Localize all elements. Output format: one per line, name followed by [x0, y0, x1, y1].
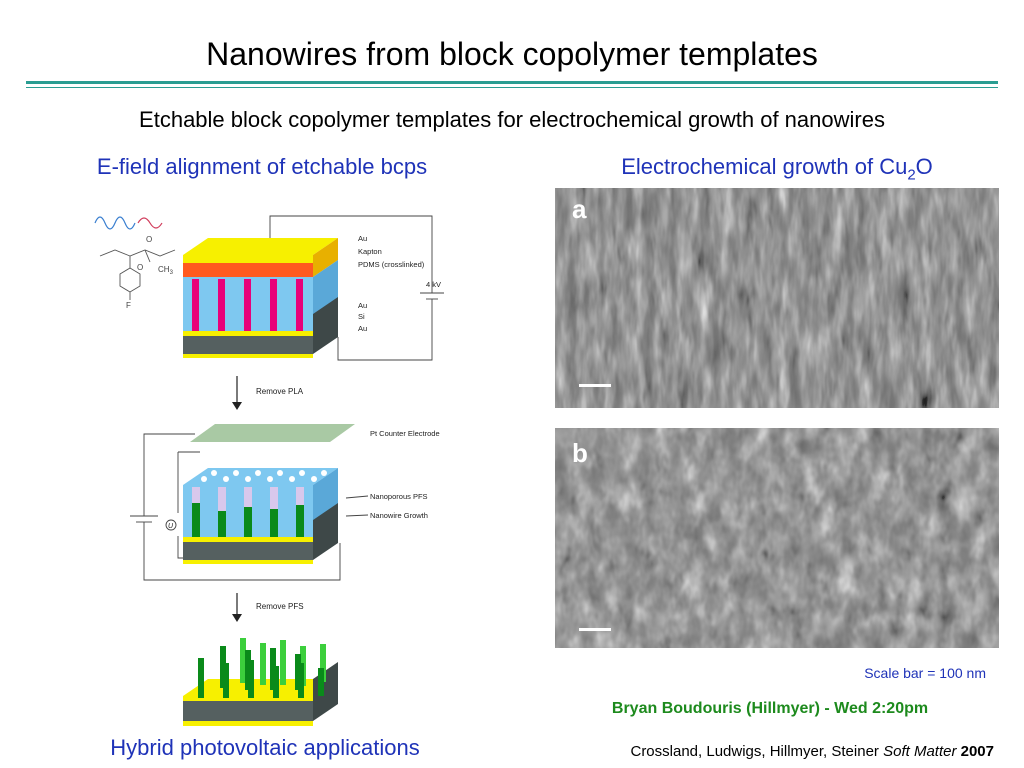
growth-circuit	[130, 433, 369, 581]
layer-label-au-top: Au	[358, 234, 367, 243]
u-label: U	[168, 523, 174, 530]
scale-bar-a	[579, 384, 611, 387]
title-rule	[26, 81, 998, 84]
chemical-structure	[94, 216, 176, 300]
scale-bar-b	[579, 628, 611, 631]
sem-label-a: a	[572, 194, 587, 224]
down-arrow-1-head	[232, 402, 242, 410]
citation-journal: Soft Matter	[883, 743, 957, 760]
stack-nanowires	[183, 638, 338, 726]
scale-bar-note: Scale bar = 100 nm	[864, 665, 986, 681]
sem-label-b: b	[572, 438, 588, 468]
nanoporous-label: Nanoporous PFS	[370, 492, 428, 501]
voltage-label: 4 kV	[426, 280, 441, 289]
counter-electrode-label: Pt Counter Electrode	[370, 429, 440, 438]
process-diagram: O O CH3 F Au Kapton PDMS (crosslinked) A…	[94, 215, 444, 726]
citation-authors: Crossland, Ludwigs, Hillmyer, Steiner	[630, 743, 884, 760]
step-remove-pla: Remove PLA	[256, 387, 304, 396]
chem-o-label: O	[146, 235, 152, 244]
right-heading-sub: 2	[907, 166, 916, 184]
title-rule-thin	[26, 87, 998, 88]
citation: Crossland, Ludwigs, Hillmyer, Steiner So…	[630, 742, 994, 762]
down-arrow-2-head	[232, 614, 242, 622]
nanowire-growth-label: Nanowire Growth	[370, 511, 428, 520]
right-heading-tail: O	[915, 154, 933, 179]
application-caption: Hybrid photovoltaic applications	[110, 735, 420, 760]
chem-f-label: F	[126, 301, 131, 310]
voltage-circuit	[269, 215, 444, 361]
right-heading: Electrochemical growth of Cu2O	[555, 153, 999, 189]
citation-year: 2007	[960, 743, 994, 760]
stack-template	[183, 424, 355, 564]
layer-label-kapton: Kapton	[358, 247, 382, 256]
step-remove-pfs: Remove PFS	[256, 602, 304, 611]
sem-image-a	[555, 188, 999, 408]
slide-subtitle: Etchable block copolymer templates for e…	[139, 107, 885, 132]
slide-title: Nanowires from block copolymer templates	[206, 36, 818, 72]
right-heading-main: Electrochemical growth of Cu	[621, 154, 908, 179]
stack-aligned	[183, 238, 338, 358]
left-heading: E-field alignment of etchable bcps	[96, 154, 428, 179]
chem-o2-label: O	[137, 263, 143, 272]
chem-ch3-label: CH3	[158, 265, 174, 276]
layer-label-si: Si	[358, 312, 365, 321]
sem-image-b	[555, 428, 999, 648]
talk-announcement: Bryan Boudouris (Hillmyer) - Wed 2:20pm	[611, 700, 929, 717]
layer-label-pdms: PDMS (crosslinked)	[358, 260, 425, 269]
layer-label-au-mid: Au	[358, 301, 367, 310]
layer-label-au-bottom: Au	[358, 324, 367, 333]
